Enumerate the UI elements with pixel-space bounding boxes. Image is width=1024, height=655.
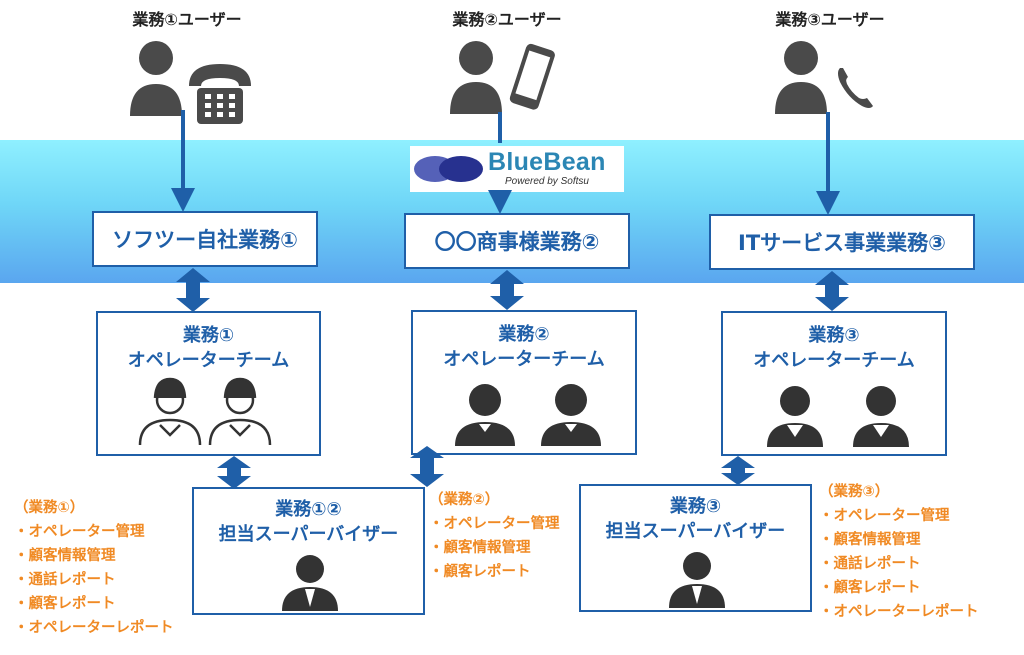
user-1-icon (130, 41, 251, 124)
team-1-line1: 業務① (182, 325, 235, 346)
feature-item: ・顧客レポート (14, 596, 116, 612)
double-arrow-5 (410, 446, 444, 487)
feature-item: ・オペレーターレポート (14, 620, 174, 636)
user-3-label: 業務③ユーザー (775, 10, 885, 29)
handset-icon (838, 68, 873, 108)
supervisor-3-line2: 担当スーパーバイザー (605, 521, 786, 542)
feature-list-3: （業務③） ・オペレーター管理 ・顧客情報管理 ・通話レポート ・顧客レポート … (819, 480, 979, 624)
team-2-line1: 業務② (498, 324, 550, 345)
feature-item: ・顧客レポート (429, 564, 531, 580)
female-operators-dark-icon (767, 386, 909, 447)
double-arrow-1 (176, 268, 210, 312)
double-arrows (176, 268, 849, 489)
user-3-icon (775, 41, 873, 114)
user-2-icon (450, 41, 555, 114)
team-1-line2: オペレーターチーム (127, 350, 290, 371)
logo-name: BlueBean (488, 148, 606, 176)
feature-item: ・顧客情報管理 (819, 532, 921, 548)
feature-list-title: （業務②） (429, 492, 500, 508)
service-box-2: 〇〇商事様業務② (404, 213, 630, 269)
team-box-2: 業務② オペレーターチーム (411, 310, 637, 455)
team-3-line1: 業務③ (808, 325, 860, 346)
user-1-label: 業務①ユーザー (132, 10, 242, 29)
supervisor-icon (669, 552, 725, 608)
double-arrow-4 (217, 456, 251, 489)
feature-list-1: （業務①） ・オペレーター管理 ・顧客情報管理 ・通話レポート ・顧客レポート … (14, 496, 174, 640)
supervisor-12-line1: 業務①② (275, 499, 342, 520)
user-2-label: 業務②ユーザー (452, 10, 562, 29)
double-arrow-2 (490, 270, 524, 310)
bean-logo-icon (414, 156, 483, 182)
team-box-1: 業務① オペレーターチーム (96, 311, 321, 456)
feature-item: ・顧客情報管理 (14, 548, 116, 564)
team-2-line2: オペレーターチーム (443, 349, 605, 370)
double-arrow-3 (815, 271, 849, 311)
supervisor-icon (282, 555, 338, 611)
feature-list-title: （業務①） (14, 500, 85, 516)
female-operators-icon (138, 377, 272, 446)
supervisor-box-12: 業務①② 担当スーパーバイザー (192, 487, 425, 615)
feature-item: ・オペレーター管理 (14, 524, 145, 540)
feature-item: ・オペレーター管理 (429, 516, 560, 532)
smartphone-icon (509, 43, 555, 110)
feature-item: ・顧客情報管理 (429, 540, 531, 556)
team-3-line2: オペレーターチーム (753, 350, 915, 371)
feature-item: ・オペレーター管理 (819, 508, 950, 524)
feature-list-title: （業務③） (819, 484, 890, 500)
service-box-1: ソフツー自社業務① (92, 211, 318, 267)
double-arrow-6 (721, 456, 755, 485)
feature-item: ・通話レポート (14, 572, 116, 588)
feature-item: ・顧客レポート (819, 580, 921, 596)
supervisor-box-3: 業務③ 担当スーパーバイザー (579, 484, 812, 612)
supervisor-12-line2: 担当スーパーバイザー (218, 524, 399, 545)
service-box-3: ITサービス事業業務③ (709, 214, 975, 270)
feature-item: ・通話レポート (819, 556, 921, 572)
feature-item: ・オペレーターレポート (819, 604, 979, 620)
supervisor-3-line1: 業務③ (669, 496, 722, 517)
feature-list-2: （業務②） ・オペレーター管理 ・顧客情報管理 ・顧客レポート (429, 488, 560, 584)
bluebean-logo: BlueBean Powered by Softsu (410, 146, 624, 192)
logo-tagline: Powered by Softsu (505, 176, 589, 187)
desk-phone-icon (189, 64, 251, 124)
team-box-3: 業務③ オペレーターチーム (721, 311, 947, 456)
male-operators-icon (455, 384, 601, 446)
